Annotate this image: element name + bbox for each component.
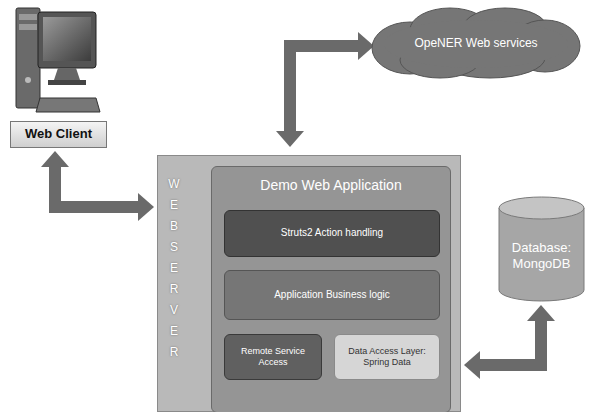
node-label: Demo Web Application — [254, 167, 407, 195]
node-label: OpeNER Web services — [408, 36, 543, 51]
layer-box: Remote Service Access — [224, 334, 322, 380]
node-label: Remote Service Access — [225, 346, 321, 369]
node-label: Application Business logic — [268, 289, 396, 302]
node-label: Struts2 Action handling — [275, 227, 389, 240]
node-label: Data Access Layer: Spring Data — [335, 346, 439, 369]
vertical-label: WEB SERVER — [168, 174, 180, 363]
connector-arrow — [276, 32, 374, 147]
connector-arrow — [464, 305, 555, 379]
database-cylinder: Database: MongoDB — [498, 196, 585, 302]
client-box: Web Client — [10, 121, 107, 148]
cloud-service: OpeNER Web services — [370, 6, 582, 80]
application-box: Demo Web ApplicationStruts2 Action handl… — [211, 166, 451, 412]
layer-box: Data Access Layer: Spring Data — [334, 334, 440, 380]
server-box: WEB SERVER Demo Web ApplicationStruts2 Ac… — [157, 155, 461, 412]
layer-box: Struts2 Action handling — [224, 210, 440, 257]
node-label: Database: MongoDB — [498, 226, 585, 273]
node-label: Web Client — [19, 126, 98, 142]
layer-box: Application Business logic — [224, 270, 440, 320]
connector-arrow — [41, 151, 154, 221]
